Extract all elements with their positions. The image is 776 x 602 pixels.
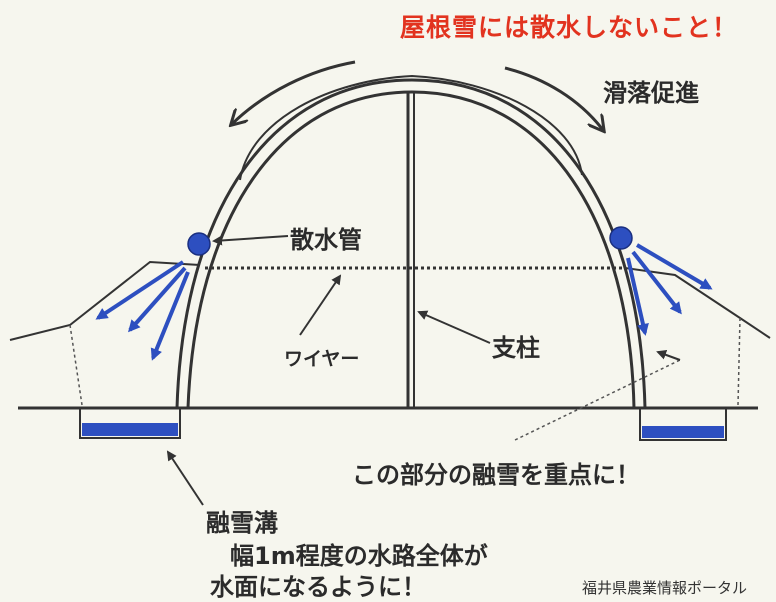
slide-arrow-left — [232, 60, 356, 124]
right-sprinkler-pipe — [609, 226, 633, 250]
right-trench — [639, 407, 727, 441]
post-pointer — [417, 310, 491, 344]
post-label: 支柱 — [492, 334, 540, 362]
water-arrow — [626, 257, 649, 336]
sprinkler-pipe-label: 散水管 — [290, 226, 362, 254]
trench-pointer — [166, 450, 204, 506]
greenhouse-arch-outer — [175, 78, 647, 409]
water-arrow — [128, 266, 187, 333]
water-arrow — [631, 250, 682, 315]
right-trench-water — [642, 426, 724, 438]
sprinkler-pointer — [212, 235, 289, 246]
left-pile-dotted-edge — [69, 324, 83, 406]
trench-description-line1: 幅1m程度の水路全体が — [230, 542, 488, 570]
roof-snow-layer — [239, 74, 583, 181]
water-arrow — [95, 260, 185, 320]
trench-description-line2: 水面になるように！ — [210, 573, 426, 601]
focus-melting-label: この部分の融雪を重点に！ — [352, 461, 640, 489]
greenhouse-arch-inner — [186, 90, 636, 409]
water-arrow — [635, 243, 713, 290]
left-trench — [79, 407, 181, 439]
trench-title: 融雪溝 — [206, 509, 278, 537]
left-sprinkler-pipe — [187, 232, 211, 256]
source-credit: 福井県農業情報ポータル — [582, 579, 748, 597]
water-arrow — [150, 271, 190, 361]
slide-promotion-label: 滑落促進 — [603, 79, 699, 107]
wire-label: ワイヤー — [284, 348, 360, 370]
right-pile-dotted-edge — [737, 317, 741, 406]
focus-pointer-arrow — [656, 350, 681, 361]
left-snow-pile — [9, 260, 201, 341]
slide-arrow-right — [504, 66, 603, 130]
warning-text: 屋根雪には散水しないこと！ — [400, 13, 739, 42]
left-trench-water — [82, 423, 178, 436]
focus-pointer-dotted — [514, 359, 681, 441]
wire-pointer — [299, 274, 342, 336]
